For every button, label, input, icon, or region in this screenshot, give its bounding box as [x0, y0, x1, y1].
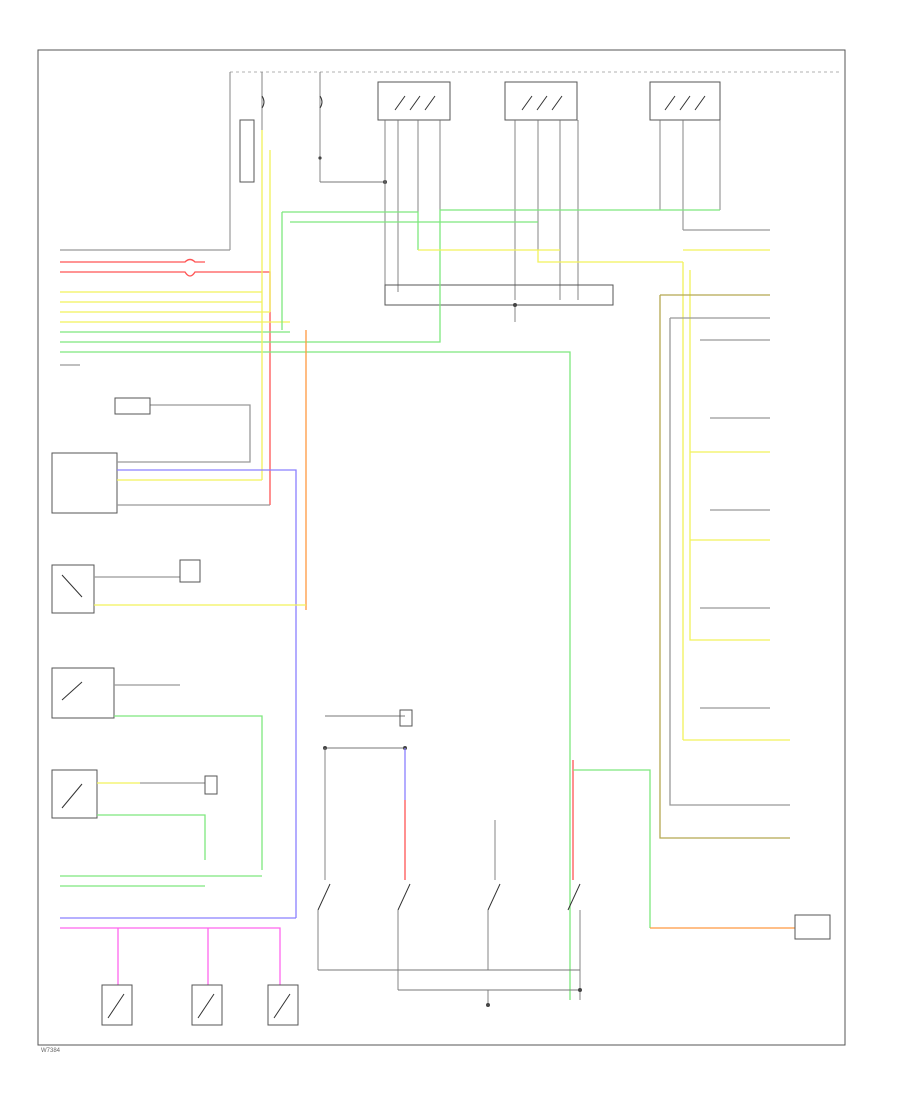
upper-switch-1	[377, 81, 451, 292]
left-switch-1	[51, 559, 306, 614]
left-bottom-harness	[60, 875, 296, 985]
center-switches	[317, 709, 831, 1007]
upper-switch-3	[649, 81, 721, 230]
left-switch-2	[51, 667, 263, 870]
footer-code: W7384	[41, 1048, 61, 1054]
bottom-left-switches	[101, 928, 299, 1026]
left-switch-3	[51, 769, 218, 860]
upper-switch-2	[504, 81, 579, 300]
left-module	[51, 397, 297, 918]
left-harness	[60, 209, 660, 1000]
right-harness	[659, 229, 790, 839]
upper-ground-bus	[384, 284, 614, 322]
fuse-group	[229, 72, 387, 250]
diagram-frame	[37, 49, 846, 1046]
vertical-wires	[261, 130, 720, 610]
